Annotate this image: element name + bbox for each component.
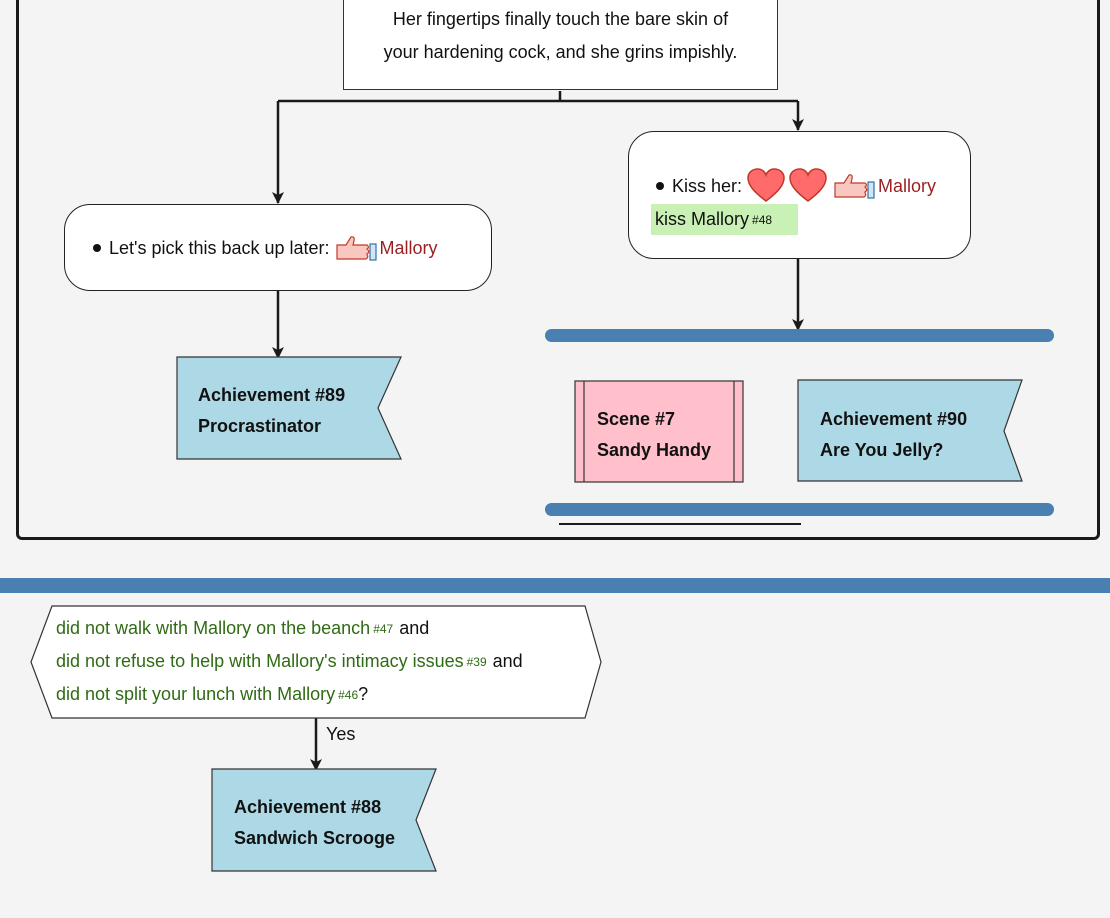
parallel-bar-bottom (545, 503, 1054, 516)
condition-ref: #46 (338, 687, 359, 702)
condition-shape (30, 605, 602, 719)
bullet (93, 244, 101, 252)
choice-left-text: Let's pick this back up later: (109, 237, 330, 258)
condition-ref: #47 (373, 621, 394, 636)
connector-narration-to-branches (278, 91, 798, 103)
achievement-89-shape (176, 356, 402, 460)
achievement-88-name: Sandwich Scrooge (234, 828, 396, 848)
achievement-90-name: Are You Jelly? (820, 440, 944, 460)
flag-highlight (651, 204, 798, 235)
yes-label: Yes (326, 724, 356, 744)
bullet (656, 182, 664, 190)
scene-7-shape (574, 380, 744, 483)
condition-conjunction: and (399, 618, 430, 638)
scene-7-name: Sandy Handy (597, 440, 712, 460)
scene-7-title: Scene #7 (597, 409, 676, 429)
condition-line-2: did not refuse to help with Mallory's in… (56, 651, 523, 672)
section-frame (16, 0, 1100, 540)
condition-line-3: did not split your lunch with Mallory #4… (56, 684, 368, 705)
heart-icon (747, 168, 785, 202)
narration-line-1: Her fingertips finally touch the bare sk… (392, 9, 729, 29)
achievement-89-title: Achievement #89 (198, 385, 346, 405)
choice-right-text: Kiss her: (672, 175, 743, 196)
condition-question-mark: ? (358, 684, 369, 704)
condition-ref: #39 (466, 654, 487, 669)
achievement-90-shape (797, 379, 1023, 482)
flag-text: kiss Mallory (655, 209, 750, 229)
flag-kiss-mallory: kiss Mallory #48 (655, 209, 772, 230)
condition-line-1: did not walk with Mallory on the beanch … (56, 618, 429, 639)
narration-line-2: your hardening cock, and she grins impis… (383, 42, 738, 62)
choice-pick-up-later[interactable]: Let's pick this back up later: Mallory (64, 204, 492, 291)
character-name: Mallory (878, 175, 937, 196)
parallel-bar-top (545, 329, 1054, 342)
narration-box: Her fingertips finally touch the bare sk… (343, 0, 778, 90)
condition-text: did not refuse to help with Mallory's in… (56, 651, 464, 671)
thumbs-up-icon (834, 174, 875, 199)
flag-ref: #48 (752, 212, 773, 227)
heart-icon (789, 168, 827, 202)
thumbs-up-icon (335, 236, 377, 261)
achievement-89-name: Procrastinator (198, 416, 322, 436)
condition-conjunction: and (492, 651, 523, 671)
achievement-90-title: Achievement #90 (820, 409, 968, 429)
achievement-88-shape (211, 768, 437, 872)
achievement-88-title: Achievement #88 (234, 797, 382, 817)
condition-text: did not walk with Mallory on the beanch (56, 618, 371, 638)
character-name: Mallory (379, 237, 438, 258)
section-divider (0, 578, 1110, 593)
condition-text: did not split your lunch with Mallory (56, 684, 336, 704)
choice-kiss-her[interactable]: Kiss her: Mallory kiss Mallory #48 (628, 131, 971, 259)
